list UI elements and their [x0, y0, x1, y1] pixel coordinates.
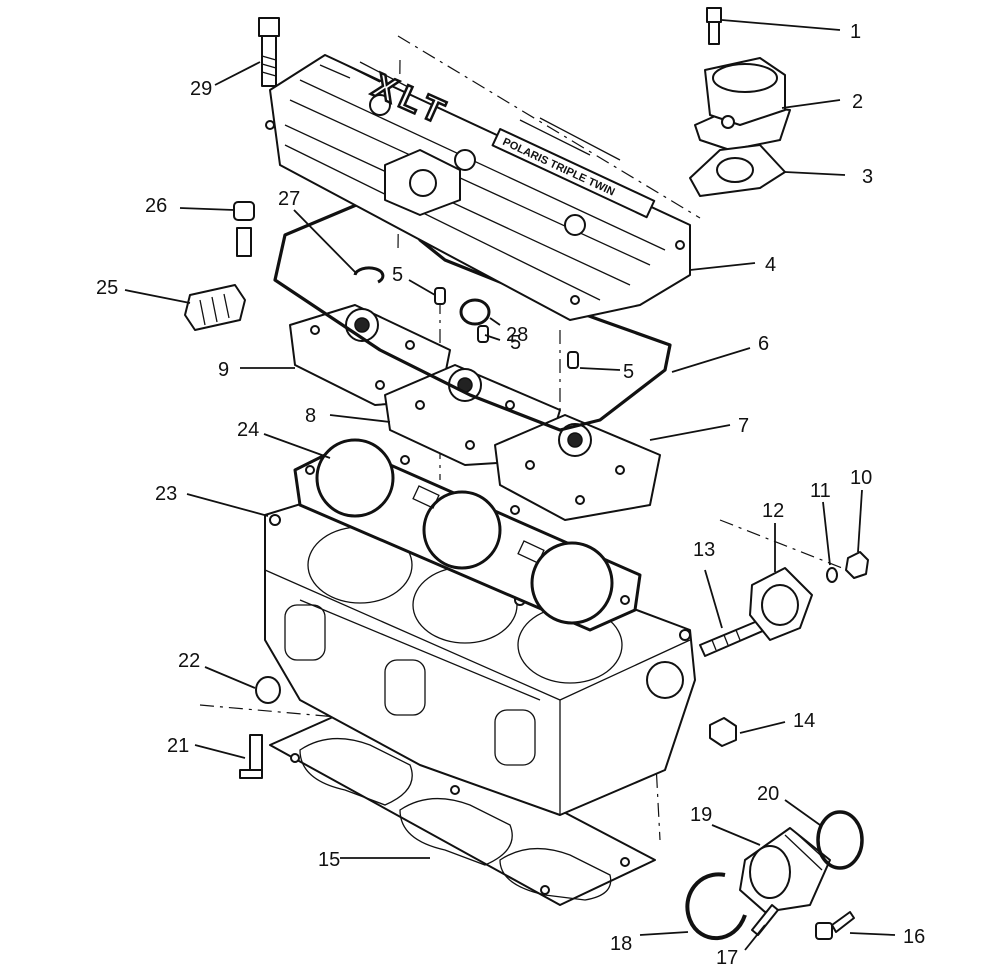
- callout-10: 10: [850, 467, 872, 489]
- callout-15: 15: [318, 849, 340, 871]
- callout-28: 28: [506, 324, 528, 346]
- nut-10: [845, 551, 869, 579]
- fitting-21: [239, 734, 263, 779]
- cylinder-head-cover: XLT POLARIS TRIPLE TWIN: [265, 54, 691, 321]
- flange-gasket: [689, 144, 786, 197]
- leader-lines: [124, 19, 896, 951]
- nut-26: [233, 201, 255, 257]
- intake-boot-19: [739, 827, 831, 913]
- stud-13: [699, 619, 766, 657]
- intake-flange: [694, 57, 791, 151]
- callout-22: 22: [178, 650, 200, 672]
- callout-8: 8: [305, 405, 316, 427]
- callout-4: 4: [765, 254, 776, 276]
- bolt-16: [815, 911, 855, 940]
- callout-5b: 5: [510, 332, 521, 354]
- exhaust-gasket-12: [749, 567, 813, 641]
- o-ring-28: [459, 298, 491, 326]
- callout-7: 7: [738, 415, 749, 437]
- bolt-29: [258, 17, 280, 87]
- callout-16: 16: [903, 926, 925, 948]
- callout-6: 6: [758, 333, 769, 355]
- cylinder-head-9: [289, 304, 451, 406]
- callout-24: 24: [237, 419, 259, 441]
- callout-5a: 5: [392, 264, 403, 286]
- callout-26: 26: [145, 195, 167, 217]
- callout-25: 25: [96, 277, 118, 299]
- dowel-5c: [567, 351, 579, 369]
- o-ring-20: [816, 810, 864, 870]
- clamp-18: [685, 872, 747, 941]
- callout-18: 18: [610, 933, 632, 955]
- callout-3: 3: [862, 166, 873, 188]
- callout-20: 20: [757, 783, 779, 805]
- callout-17: 17: [716, 947, 738, 969]
- plug-22: [255, 676, 281, 704]
- callout-23: 23: [155, 483, 177, 505]
- nut-14: [709, 717, 737, 747]
- callout-21: 21: [167, 735, 189, 757]
- callout-2: 2: [852, 91, 863, 113]
- callout-14: 14: [793, 710, 815, 732]
- callout-29: 29: [190, 78, 212, 100]
- temp-sensor-25: [184, 284, 246, 331]
- bolt-1: [706, 7, 722, 45]
- callout-12: 12: [762, 500, 784, 522]
- callout-11: 11: [810, 480, 831, 502]
- callout-9: 9: [218, 359, 229, 381]
- callout-labels: 1 2 3 4 5 5 5 6 7 8 9 10 11 12 13 14 15 …: [96, 21, 925, 969]
- ring-27: [353, 266, 385, 284]
- callout-27: 27: [278, 188, 300, 210]
- head-gasket: [293, 438, 642, 632]
- washer-11: [826, 567, 838, 583]
- callout-13: 13: [693, 539, 715, 561]
- screw-17: [751, 904, 779, 936]
- callout-1: 1: [850, 21, 861, 43]
- dowel-5a: [434, 287, 446, 305]
- dowel-5b: [477, 325, 489, 343]
- callout-5c: 5: [623, 361, 634, 383]
- cylinder-head-7: [494, 414, 661, 521]
- callout-19: 19: [690, 804, 712, 826]
